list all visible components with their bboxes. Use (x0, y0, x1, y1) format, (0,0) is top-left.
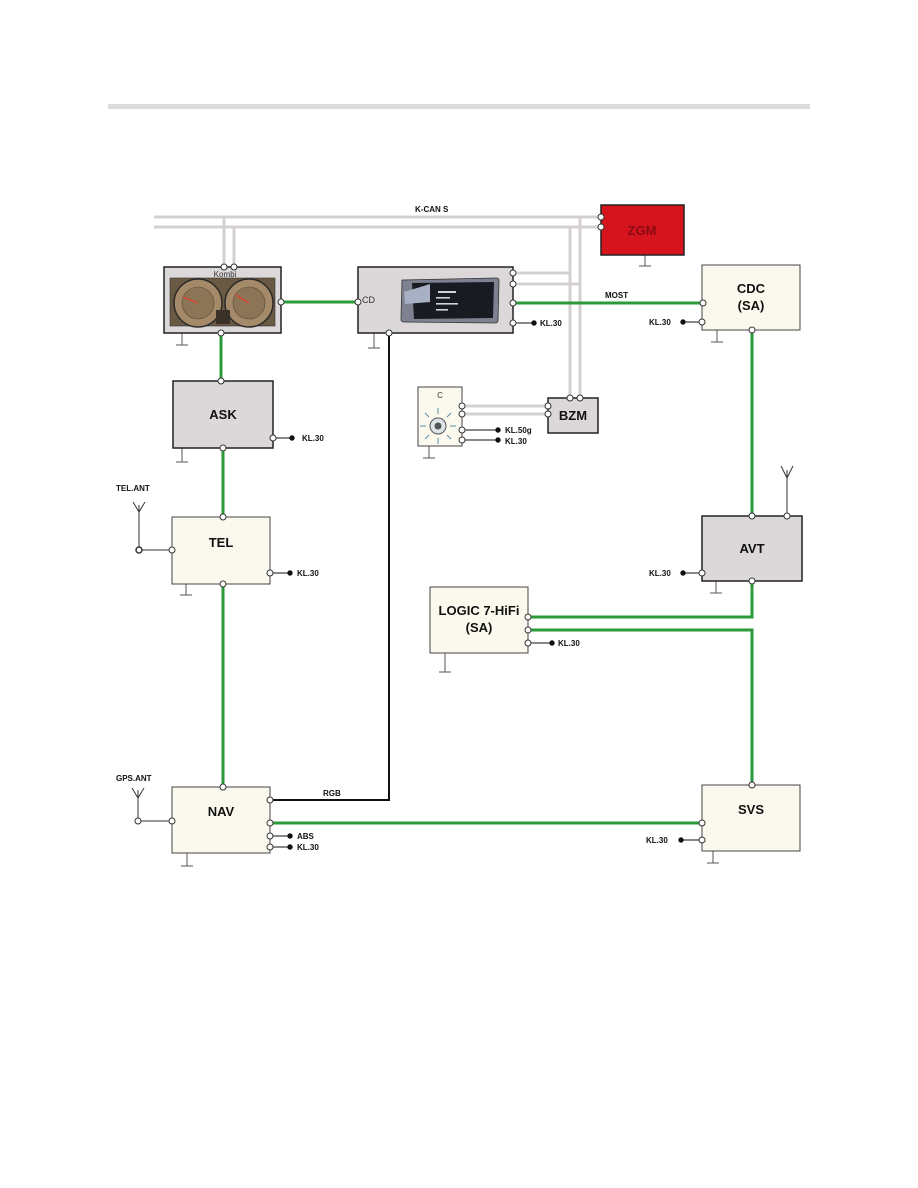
zgm-label: ZGM (628, 223, 657, 238)
cdc-module[interactable] (701, 264, 801, 331)
controller-kl30-label: KL.30 (505, 437, 527, 446)
tel-kl30-label: KL.30 (297, 569, 319, 578)
avt-module[interactable] (701, 515, 803, 582)
logic7-label-line2: (SA) (466, 620, 493, 635)
gps-antenna-label: GPS.ANT (116, 774, 152, 783)
rgb-label: RGB (323, 789, 341, 798)
rgb-line (270, 334, 390, 801)
logic7-module[interactable] (429, 586, 529, 654)
kombi-label: Kombi (214, 270, 237, 279)
avt-kl30-label: KL.30 (649, 569, 671, 578)
svs-module[interactable] (701, 784, 801, 852)
svs-kl30-label: KL.30 (646, 836, 668, 845)
controller-kl50g-label: KL.50g (505, 426, 532, 435)
cdc-label-line1: CDC (737, 281, 766, 296)
tel-module[interactable] (171, 516, 271, 585)
logic7-kl30-label: KL.30 (558, 639, 580, 648)
kcan-bus-label: K-CAN S (415, 205, 449, 214)
ask-kl30-label: KL.30 (302, 434, 324, 443)
cid-label: CD (362, 295, 375, 305)
header-rule (108, 104, 810, 109)
tel-antenna-icon (132, 501, 172, 554)
gps-antenna-icon (131, 787, 172, 825)
ask-label: ASK (209, 407, 237, 422)
nav-label: NAV (208, 804, 235, 819)
ground-symbols (176, 255, 723, 867)
nav-abs-label: ABS (297, 832, 315, 841)
controller-knob-icon (420, 408, 456, 444)
nav-module[interactable] (171, 786, 271, 854)
kombi-gauges-icon (169, 277, 276, 328)
svs-label: SVS (738, 802, 764, 817)
avt-antenna-icon (780, 465, 794, 516)
connector-ports (168, 213, 791, 851)
tel-label: TEL (209, 535, 234, 550)
kcan-bus (154, 215, 601, 416)
tel-antenna-label: TEL.ANT (116, 484, 150, 493)
nav-kl30-label: KL.30 (297, 843, 319, 852)
controller-module[interactable] (417, 386, 463, 447)
ask-module[interactable] (172, 380, 274, 449)
terminal-leads (270, 319, 702, 850)
avt-label: AVT (739, 541, 764, 556)
cid-display-icon (400, 277, 500, 324)
most-ring (219, 300, 754, 825)
cdc-label-line2: (SA) (738, 298, 765, 313)
controller-label: C (437, 391, 443, 400)
logic7-label-line1: LOGIC 7-HiFi (439, 603, 520, 618)
bzm-label: BZM (559, 408, 587, 423)
cdc-kl30-label: KL.30 (649, 318, 671, 327)
cid-kl30-label: KL.30 (540, 319, 562, 328)
most-label: MOST (605, 291, 628, 300)
